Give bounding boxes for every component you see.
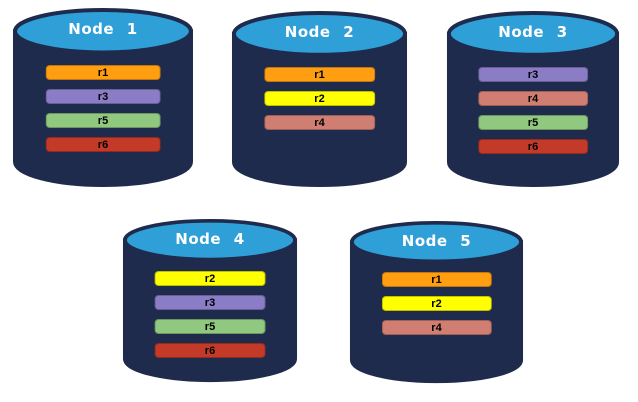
replica-bar-r5: r5 bbox=[478, 114, 588, 130]
node-3-replica-list: r3 r4 r5 r6 bbox=[478, 66, 588, 154]
node-5-replica-list: r1 r2 r4 bbox=[381, 272, 492, 336]
replica-bar-r1: r1 bbox=[381, 272, 492, 288]
replica-bar-r4: r4 bbox=[263, 114, 376, 130]
node-1: Node 1 r1 r3 r5 r6 bbox=[12, 8, 194, 188]
node-3-title: Node 3 bbox=[498, 22, 568, 41]
replica-bar-r4: r4 bbox=[381, 320, 492, 336]
replica-bar-r3: r3 bbox=[45, 88, 161, 104]
replica-bar-r6: r6 bbox=[45, 136, 161, 152]
node-3: Node 3 r3 r4 r5 r6 bbox=[446, 11, 620, 188]
replica-bar-r2: r2 bbox=[263, 90, 376, 106]
node-2-title: Node 2 bbox=[284, 22, 355, 41]
replica-bar-r2: r2 bbox=[381, 296, 492, 312]
node-1-replica-list: r1 r3 r5 r6 bbox=[45, 64, 161, 152]
node-4-replica-list: r2 r3 r5 r6 bbox=[154, 270, 266, 358]
node-4-title: Node 4 bbox=[175, 229, 245, 248]
replica-bar-r6: r6 bbox=[478, 138, 588, 154]
replica-bar-r6: r6 bbox=[154, 342, 266, 358]
replica-bar-r3: r3 bbox=[154, 294, 266, 310]
replica-bar-r1: r1 bbox=[263, 66, 376, 82]
node-5: Node 5 r1 r2 r4 bbox=[349, 221, 524, 384]
replica-bar-r5: r5 bbox=[154, 318, 266, 334]
replica-bar-r2: r2 bbox=[154, 270, 266, 286]
replica-bar-r4: r4 bbox=[478, 90, 588, 106]
replica-bar-r5: r5 bbox=[45, 112, 161, 128]
node-2: Node 2 r1 r2 r4 bbox=[231, 11, 408, 188]
node-5-title: Node 5 bbox=[401, 231, 472, 250]
replica-bar-r1: r1 bbox=[45, 64, 161, 80]
node-4: Node 4 r2 r3 r5 r6 bbox=[122, 219, 298, 383]
node-1-title: Node 1 bbox=[68, 19, 138, 38]
replica-bar-r3: r3 bbox=[478, 66, 588, 82]
node-2-replica-list: r1 r2 r4 bbox=[263, 66, 376, 130]
